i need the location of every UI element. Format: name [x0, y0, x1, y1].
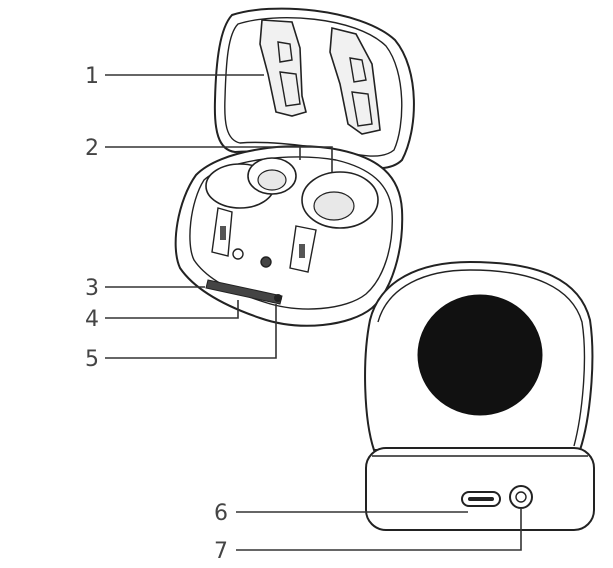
lid-earbud-left [259, 19, 307, 117]
callout-labels: 1 2 3 4 5 6 7 [85, 64, 228, 564]
callout-4: 4 [85, 307, 99, 332]
leader-lines [105, 74, 522, 551]
magnet-left [232, 248, 244, 260]
callout-1: 1 [85, 64, 99, 89]
open-charging-case [174, 7, 415, 327]
callout-6: 6 [214, 501, 228, 526]
case-base-rim [189, 156, 393, 310]
callout-7: 7 [214, 539, 228, 564]
callout-5: 5 [85, 347, 99, 372]
case-lid [213, 7, 415, 170]
closed-charging-case-back [364, 260, 595, 531]
logo-disc [417, 294, 543, 416]
indicator-strip [205, 279, 283, 305]
lid-earbud-right [329, 26, 381, 135]
callout-3: 3 [85, 276, 99, 301]
magnet-right [260, 256, 272, 268]
callout-2: 2 [85, 136, 99, 161]
closed-case-base [365, 447, 595, 531]
